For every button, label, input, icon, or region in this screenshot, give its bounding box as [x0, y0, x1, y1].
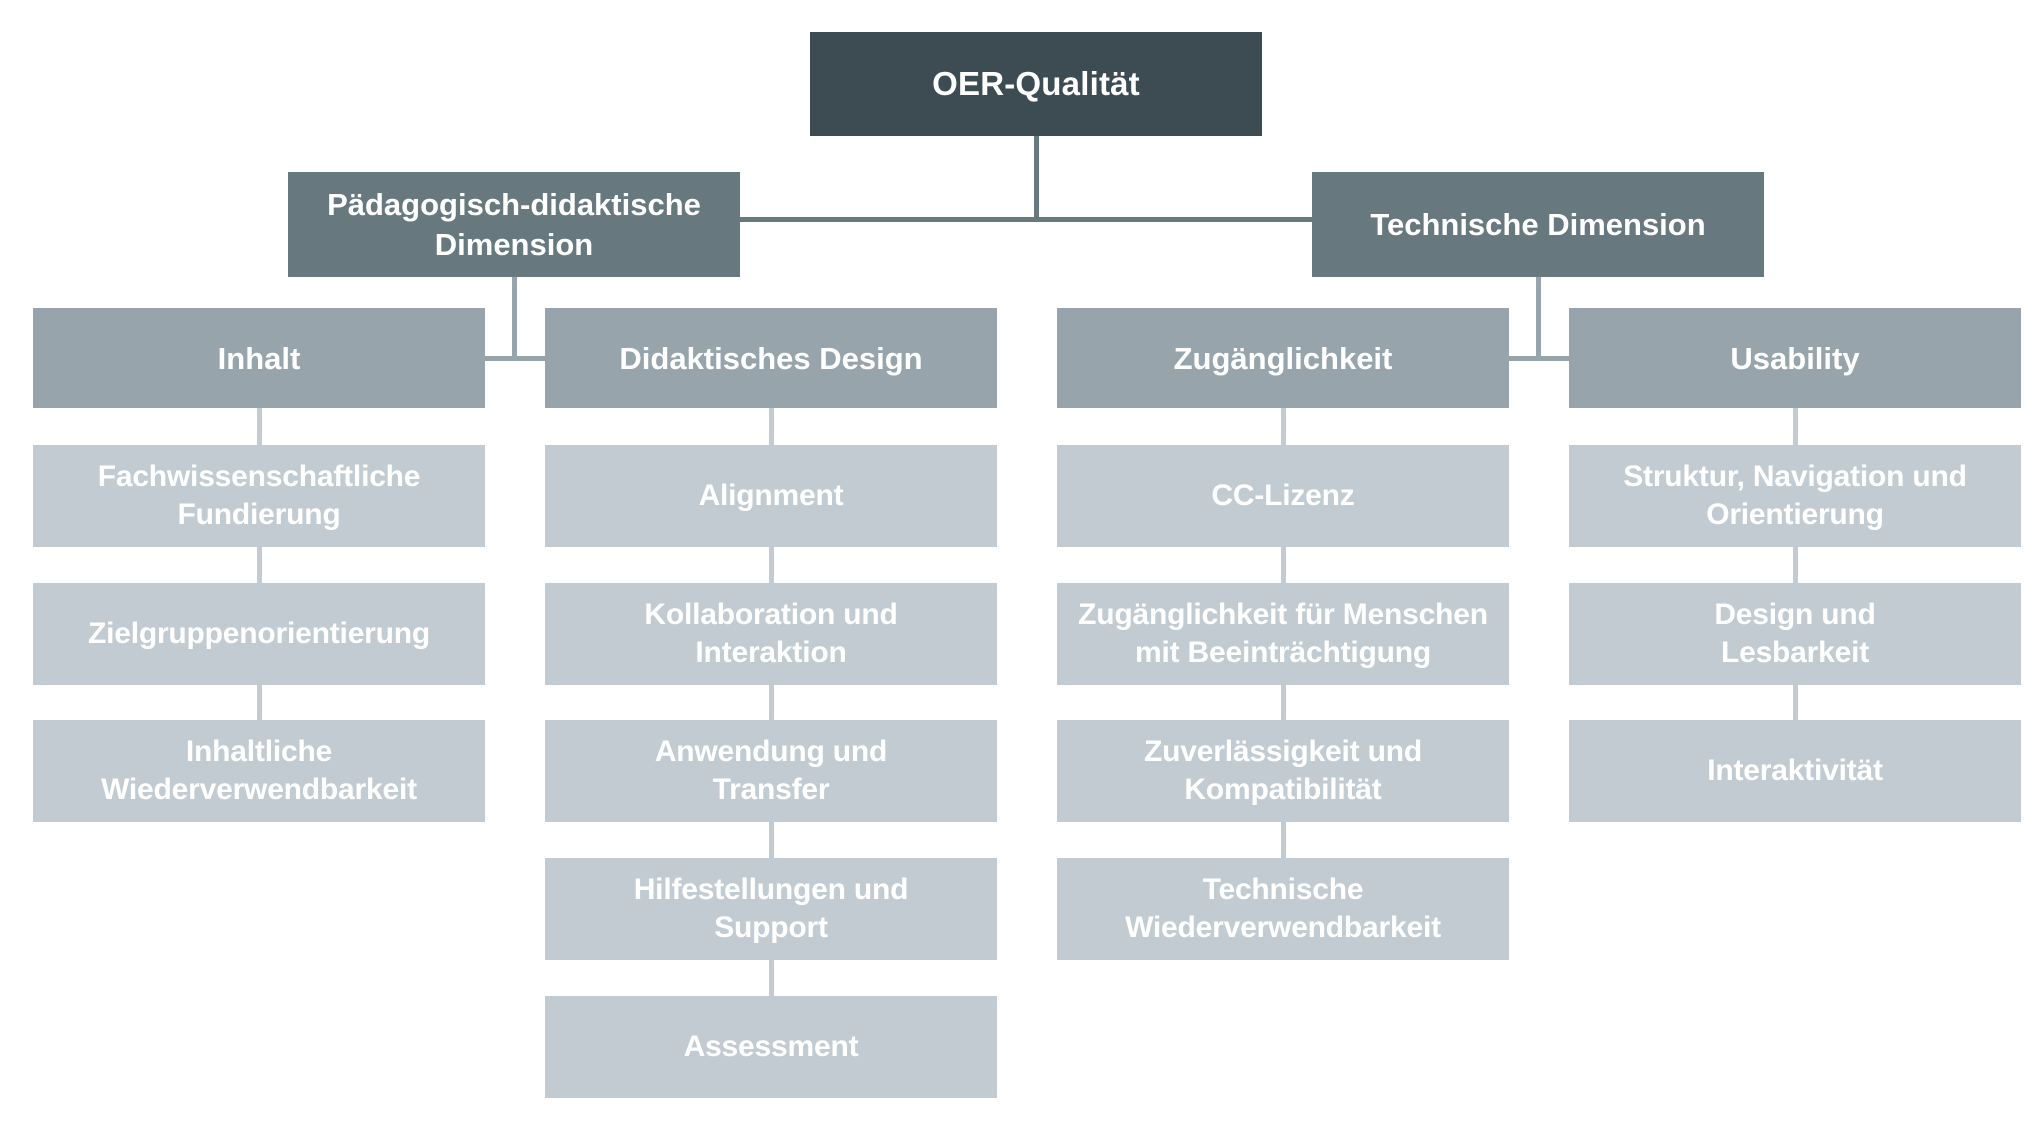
node-header-inhalt: Inhalt	[33, 308, 485, 408]
node-item-zielgruppenorientierung: Zielgruppenorientierung	[33, 583, 485, 685]
node-item-fachwissenschaftliche-fundierung: Fachwissenschaftliche Fundierung	[33, 445, 485, 547]
connector-col2-seg2	[769, 547, 774, 583]
connector-col1-seg2	[257, 547, 262, 583]
node-item-inhaltliche-wiederverwendbarkeit: Inhaltliche Wiederverwendbarkeit	[33, 720, 485, 822]
connector-col4-seg3	[1793, 685, 1798, 720]
node-header-usability: Usability	[1569, 308, 2021, 408]
node-item-hilfestellungen-und-support: Hilfestellungen und Support	[545, 858, 997, 960]
connector-col2-seg3	[769, 685, 774, 720]
connector-col2-seg5	[769, 960, 774, 996]
node-item-zugaenglichkeit-fuer-menschen: Zugänglichkeit für Menschen mit Beeinträ…	[1057, 583, 1509, 685]
node-technische-dimension: Technische Dimension	[1312, 172, 1764, 277]
node-item-alignment: Alignment	[545, 445, 997, 547]
connector-root-horizontal	[740, 217, 1312, 222]
connector-col2-seg1	[769, 408, 774, 445]
connector-dim1-horizontal	[485, 356, 545, 361]
connector-col3-seg4	[1281, 822, 1286, 858]
node-header-didaktisches-design: Didaktisches Design	[545, 308, 997, 408]
node-item-anwendung-und-transfer: Anwendung und Transfer	[545, 720, 997, 822]
connector-col1-seg1	[257, 408, 262, 445]
connector-col3-seg1	[1281, 408, 1286, 445]
connector-dim2-horizontal	[1509, 356, 1569, 361]
node-item-assessment: Assessment	[545, 996, 997, 1098]
connector-col2-seg4	[769, 822, 774, 858]
node-item-struktur-navigation-orientierung: Struktur, Navigation und Orientierung	[1569, 445, 2021, 547]
connector-col4-seg2	[1793, 547, 1798, 583]
connector-col3-seg2	[1281, 547, 1286, 583]
node-item-interaktivitaet: Interaktivität	[1569, 720, 2021, 822]
connector-root-vertical	[1034, 136, 1039, 222]
node-header-zugaenglichkeit: Zugänglichkeit	[1057, 308, 1509, 408]
node-paedagogisch-didaktische-dimension: Pädagogisch-didaktische Dimension	[288, 172, 740, 277]
node-item-design-und-lesbarkeit: Design und Lesbarkeit	[1569, 583, 2021, 685]
node-item-zuverlaessigkeit-und-kompatibilitaet: Zuverlässigkeit und Kompatibilität	[1057, 720, 1509, 822]
node-item-kollaboration-und-interaktion: Kollaboration und Interaktion	[545, 583, 997, 685]
node-item-technische-wiederverwendbarkeit: Technische Wiederverwendbarkeit	[1057, 858, 1509, 960]
connector-col3-seg3	[1281, 685, 1286, 720]
connector-dim2-vertical	[1536, 277, 1541, 361]
connector-col4-seg1	[1793, 408, 1798, 445]
connector-col1-seg3	[257, 685, 262, 720]
node-item-cc-lizenz: CC-Lizenz	[1057, 445, 1509, 547]
node-oer-qualitaet: OER-Qualität	[810, 32, 1262, 136]
connector-dim1-vertical	[512, 277, 517, 361]
